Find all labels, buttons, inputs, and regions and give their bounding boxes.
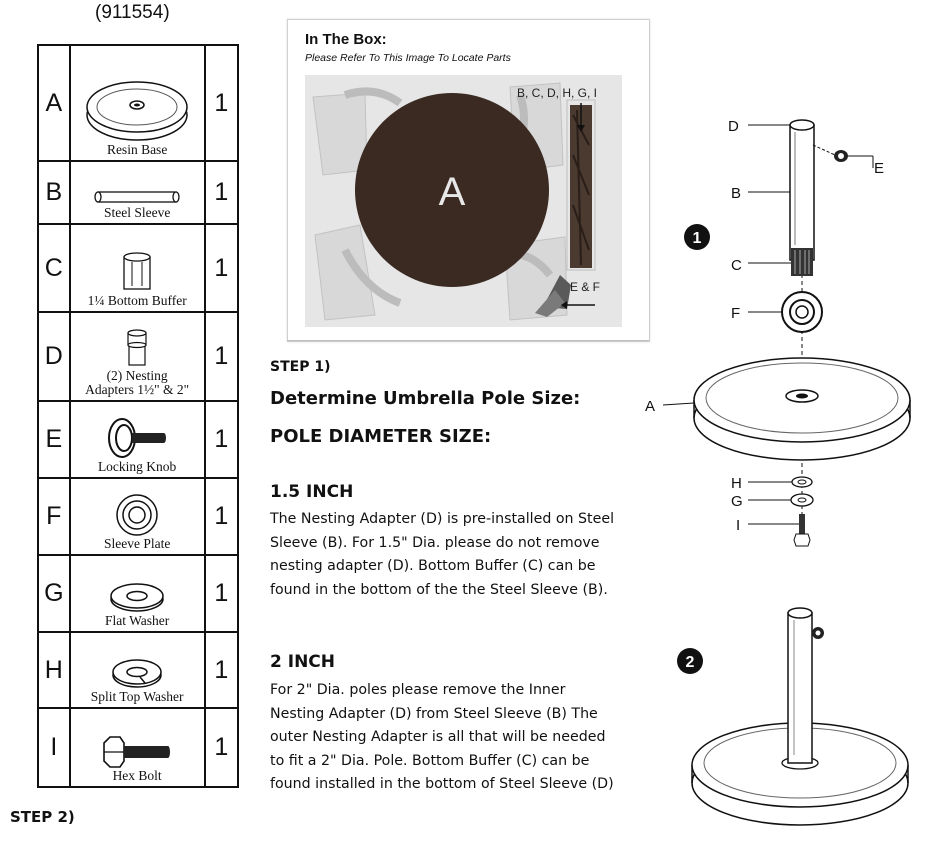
in-the-box-subtitle: Please Refer To This Image To Locate Par… [305,52,511,64]
part-qty: 1 [203,223,240,313]
assembly-diagram-2: 2 [677,607,909,826]
parts-row-e: E Locking Knob 1 [37,400,240,479]
label-h: H [731,475,742,492]
step-badge-1 [684,224,710,250]
step1-subtitle: POLE DIAMETER SIZE: [270,426,492,447]
part-letter: D [37,311,71,402]
step-number-2: 2 [686,654,695,671]
label-g: G [731,493,743,510]
part-letter: I [37,707,71,788]
part-qty: 1 [203,311,240,402]
resin-base-icon [86,81,188,141]
pole-parts-label: B, C, D, H, G, I [517,86,597,100]
parts-row-a: A Resin Base 1 [37,44,240,162]
parts-row-h: H Split Top Washer 1 [37,631,240,709]
part-caption: Sleeve Plate [103,536,171,551]
label-f: F [731,305,740,322]
part-qty: 1 [203,44,240,162]
nesting-adapter-icon [127,329,147,366]
part-letter: B [37,160,71,225]
assembly-diagram-1: 1 D B C F E A H G I [645,118,911,547]
bolt-drawing [799,514,805,534]
part-caption: Flat Washer [104,613,170,628]
part-caption: Resin Base [106,142,168,157]
bottom-buffer-icon [123,252,151,290]
step1-title: Determine Umbrella Pole Size: [270,388,581,409]
option2-heading: 2 INCH [270,652,336,672]
part-letter: A [37,44,71,162]
split-washer-icon [112,659,162,688]
option1-text: The Nesting Adapter (D) is pre-installed… [270,511,615,598]
label-a: A [645,398,655,415]
part-qty: 1 [203,160,240,225]
small-parts-label: E & F [570,280,600,294]
parts-row-c: C 1¼ Bottom Buffer 1 [37,223,240,313]
part-qty: 1 [203,631,240,709]
label-c: C [731,257,742,274]
parts-row-i: I Hex Bolt 1 [37,707,240,788]
parts-row-f: F Sleeve Plate 1 [37,477,240,556]
part-caption-line1: (2) Nesting [106,368,168,383]
option2-text: For 2" Dia. poles please remove the Inne… [270,682,614,792]
label-d: D [728,118,739,135]
option1-heading: 1.5 INCH [270,482,354,502]
label-b: B [731,185,741,202]
part-caption: Hex Bolt [112,768,162,783]
base-label: A [439,170,466,214]
part-caption: Split Top Washer [90,689,184,704]
part-qty: 1 [203,554,240,633]
parts-row-b: B Steel Sleeve 1 [37,160,240,225]
part-letter: F [37,477,71,556]
resin-base-photo [355,93,549,287]
hex-bolt-icon [103,736,171,768]
sleeve-plate-icon [116,494,158,536]
part-qty: 1 [203,707,240,788]
box-divider [287,340,649,341]
step2-heading: STEP 2) [10,808,75,826]
part-letter: H [37,631,71,709]
part-caption: Locking Knob [97,459,177,474]
part-letter: E [37,400,71,479]
part-qty: 1 [203,400,240,479]
part-letter: C [37,223,71,313]
steel-sleeve-drawing [789,124,815,261]
in-the-box-title: In The Box: [305,31,387,48]
parts-row-g: G Flat Washer 1 [37,554,240,633]
step-badge-2 [677,648,703,674]
step1-heading: STEP 1) [270,359,331,375]
part-caption: 1¼ Bottom Buffer [87,293,187,308]
steel-sleeve-icon [94,191,180,203]
assembled-sleeve-drawing [787,612,813,764]
model-number: (911554) [95,2,170,23]
locking-knob-icon [108,418,167,458]
buffer-drawing [791,248,813,276]
pole-photo [570,105,592,268]
part-qty: 1 [203,477,240,556]
flat-washer-icon [110,583,164,612]
parts-table: A Resin Base 1 B Steel Sleeve 1 C [37,44,240,788]
label-e: E [874,160,884,177]
part-caption-line2: Adapters 1½" & 2" [85,382,190,397]
part-letter: G [37,554,71,633]
in-the-box-photo: A B, C, D, H, G, I E & F [305,75,622,327]
label-i: I [736,517,740,534]
part-caption: Steel Sleeve [103,205,171,220]
step-number-1: 1 [693,230,702,247]
